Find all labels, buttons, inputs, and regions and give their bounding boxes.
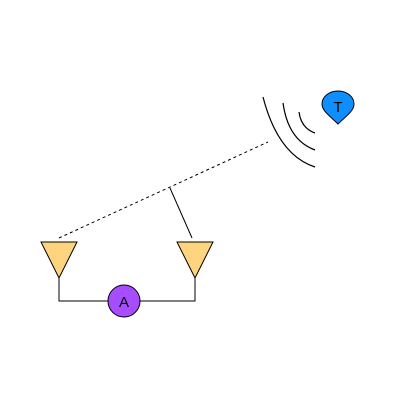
transmitter-drop-icon: [321, 90, 355, 125]
signal-waves: [262, 96, 316, 168]
wire-amplifier-to-right: [140, 278, 196, 302]
signal-wave-middle: [282, 102, 316, 151]
signal-wave-outer: [262, 96, 316, 168]
amplifier-node: A: [107, 284, 141, 318]
signal-wave-inner: [298, 111, 316, 134]
antenna-left-icon: [40, 241, 78, 280]
transmitter-node: T: [321, 90, 355, 125]
amplifier-circle: [107, 284, 141, 318]
wire-left-to-amplifier: [58, 278, 109, 302]
amplifier-label: A: [119, 294, 129, 311]
transmitter-label: T: [333, 99, 342, 116]
solid-link: [169, 187, 193, 239]
antenna-right-icon: [176, 241, 214, 280]
dashed-link: [58, 141, 269, 239]
